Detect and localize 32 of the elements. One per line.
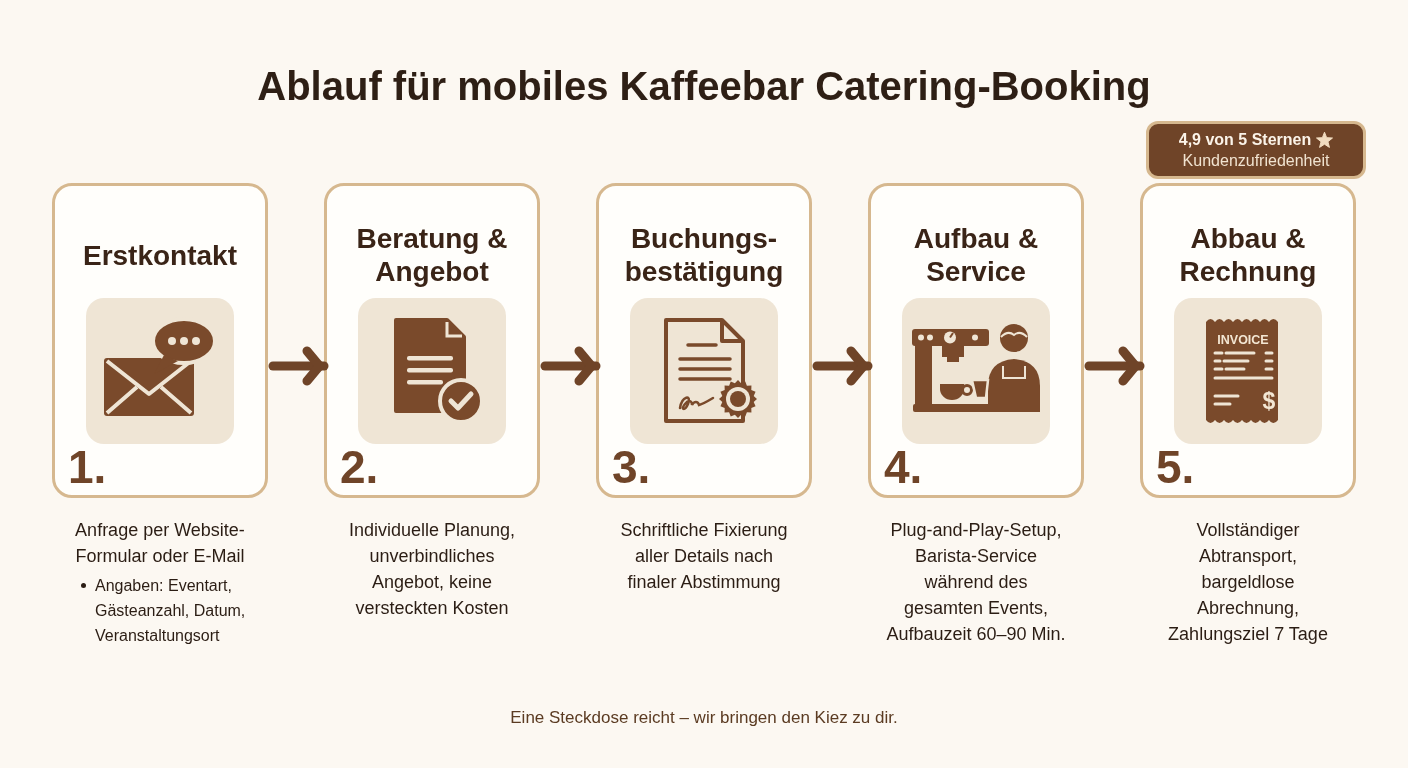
tagline: Eine Steckdose reicht – wir bringen den Kiez zu dir. [510,708,898,727]
step-card [1140,183,1356,498]
step-card [596,183,812,498]
arrow [1084,346,1145,386]
step-number: 3. [612,444,651,490]
rating-badge [1146,121,1366,179]
step-number: 1. [68,444,107,490]
step-description: Schriftliche Fixierung aller Details nach finaler Abstimmung [619,519,789,594]
step-title: Erstkontakt [82,238,237,272]
step-number: 4. [884,444,923,490]
step-description: Plug-and-Play-Setup, Barista-Service während des gesamten Events, Aufbauzeit 60–90 Min. [885,519,1067,646]
step-description: Vollständiger Abtransport, bargeldlose Abrechnung, Zahlungsziel 7 Tage [1167,519,1329,646]
step-title: Beratung & Angebot [355,222,509,288]
step-number: 5. [1156,444,1195,490]
step-title: Abbau & Rechnung [1178,222,1318,288]
step-title: Buchungs-bestätigung [623,222,785,288]
bullet-item: Angaben: Eventart, Gästeanzahl, Datum, Veranstaltungsort [79,573,275,648]
step-card [868,183,1084,498]
arrow [540,346,601,386]
step-description: Individuelle Planung, unverbindliches Angebot, keine versteckten Kosten [347,519,517,620]
step-card [324,183,540,498]
step-number: 2. [340,444,379,490]
step-description: Anfrage per Website-Formular oder E-Mail [74,519,246,568]
invoice-heading: INVOICE [1217,333,1269,347]
title: Ablauf für mobiles Kaffeebar Catering-Booking [257,64,1151,108]
step-title: Aufbau & Service [912,222,1040,288]
rating-text: 4,9 von 5 Sternen [1178,130,1312,150]
arrow [812,346,873,386]
arrow [268,346,329,386]
dollar-sign: $ [1262,387,1276,415]
step-card [52,183,268,498]
rating-caption: Kundenzufriedenheit [1182,151,1330,171]
